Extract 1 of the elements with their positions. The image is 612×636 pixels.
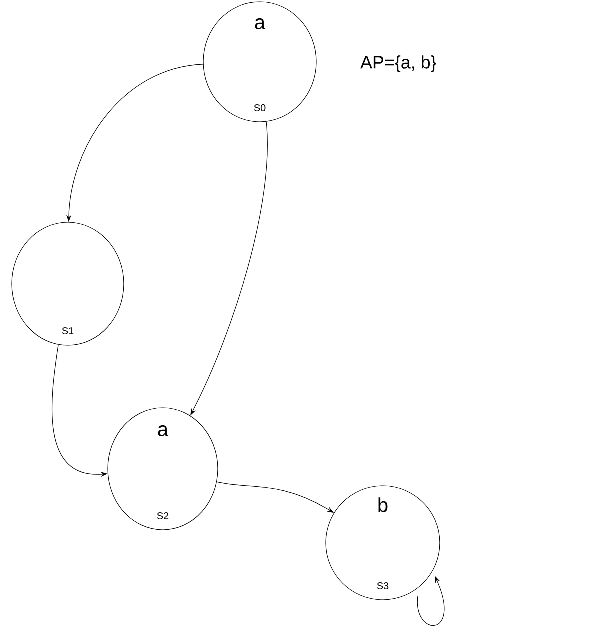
set-label: AP={a, b} (360, 56, 436, 72)
